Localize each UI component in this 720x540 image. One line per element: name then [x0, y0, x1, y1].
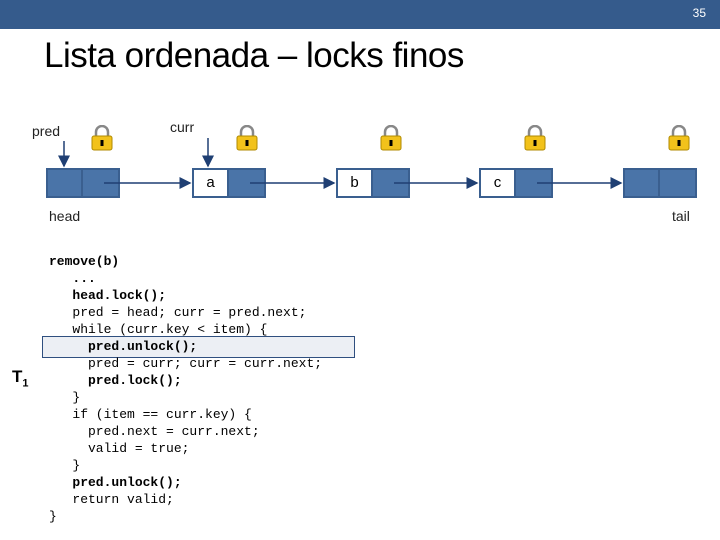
list-node-head	[46, 168, 120, 198]
thread-label: T1	[12, 367, 29, 390]
node-key	[48, 170, 83, 196]
node-key: b	[338, 170, 373, 196]
top-bar: 35	[0, 0, 720, 29]
list-node-tail	[623, 168, 697, 198]
code-line: valid = true;	[49, 441, 190, 456]
node-key	[625, 170, 660, 196]
lock-icon	[380, 125, 402, 151]
code-line: }	[49, 458, 81, 473]
code-line: remove(b)	[49, 254, 120, 269]
code-line: return valid;	[49, 492, 174, 507]
node-key: a	[194, 170, 229, 196]
lock-icon	[668, 125, 690, 151]
code-line: }	[49, 509, 57, 524]
code-line: while (curr.key < item) {	[49, 322, 268, 337]
node-key: c	[481, 170, 516, 196]
code-line: if (item == curr.key) {	[49, 407, 252, 422]
lock-icon	[524, 125, 546, 151]
slide-title: Lista ordenada – locks finos	[44, 36, 464, 75]
code-line: pred.unlock();	[49, 475, 182, 490]
lock-icon	[236, 125, 258, 151]
code-line: pred.unlock();	[49, 339, 198, 354]
code-line: pred = head; curr = pred.next;	[49, 305, 307, 320]
node-next-pointer	[660, 170, 695, 196]
code-line: pred.next = curr.next;	[49, 424, 260, 439]
head-label: head	[49, 208, 81, 224]
code-line: head.lock();	[49, 288, 167, 303]
current-line-highlight	[42, 336, 355, 358]
code-line: pred.lock();	[49, 373, 182, 388]
code-line: pred = curr; curr = curr.next;	[49, 356, 323, 371]
code-block: remove(b) ... head.lock(); pred = head; …	[49, 253, 322, 525]
code-line: ...	[49, 271, 96, 286]
tail-label: tail	[672, 208, 690, 224]
slide-number: 35	[692, 6, 706, 20]
code-line: }	[49, 390, 81, 405]
curr-label: curr	[170, 119, 195, 135]
lock-icon	[91, 125, 113, 151]
pred-label: pred	[32, 123, 61, 139]
